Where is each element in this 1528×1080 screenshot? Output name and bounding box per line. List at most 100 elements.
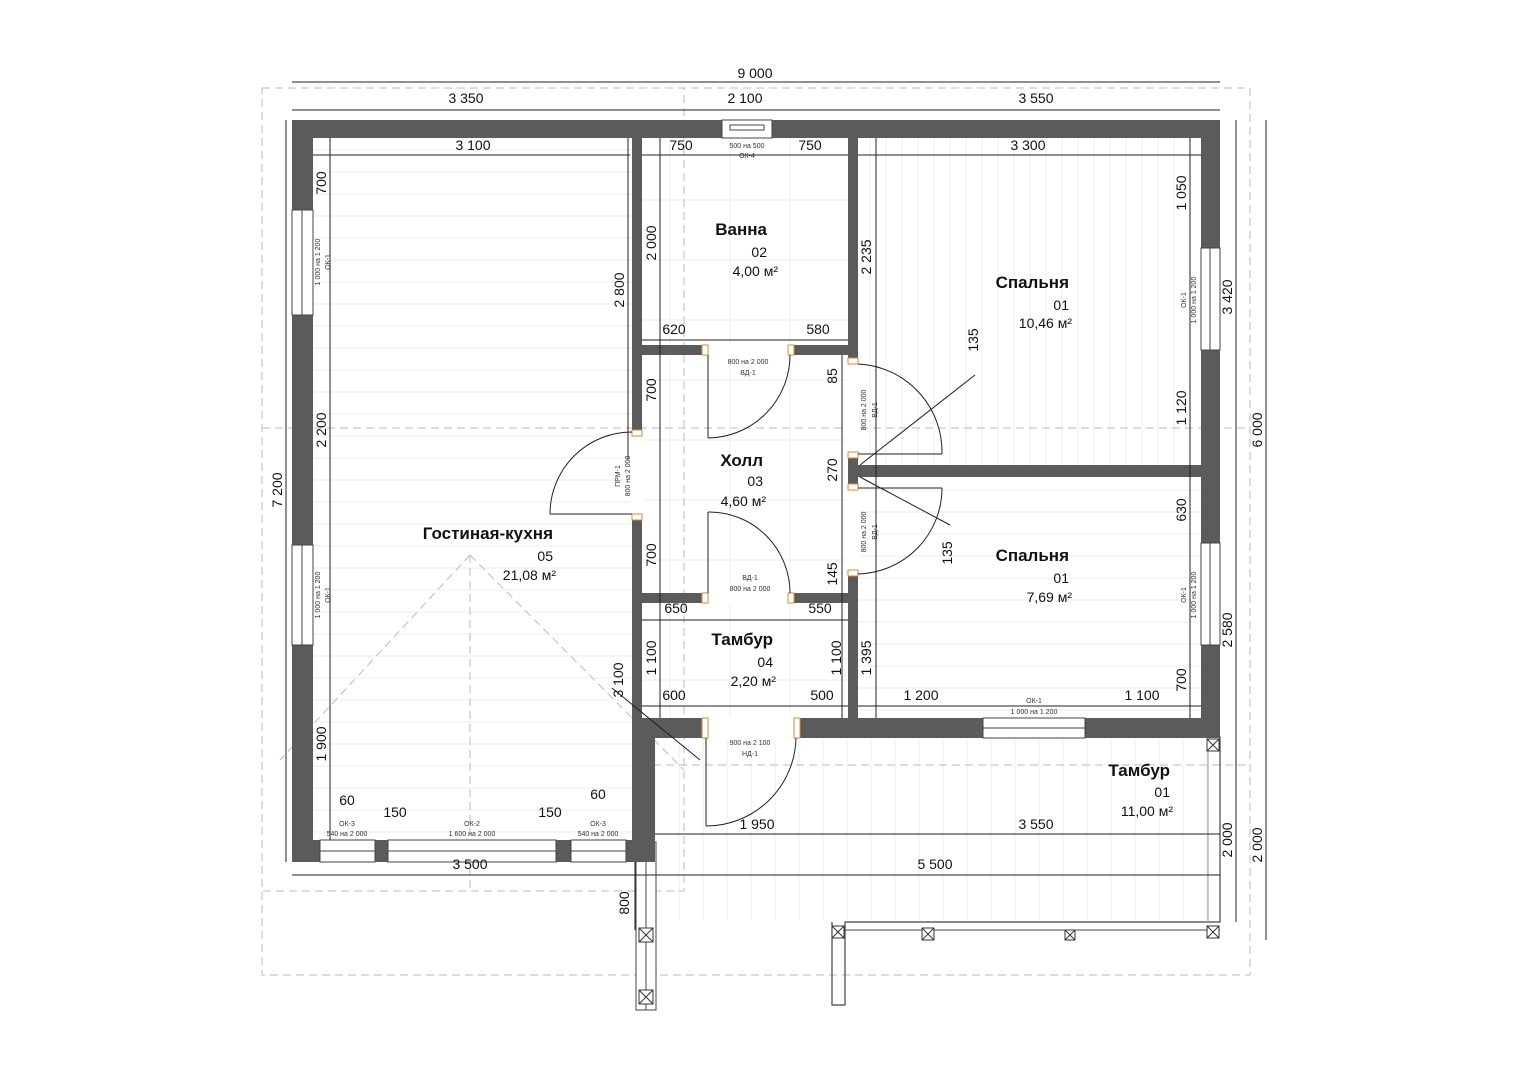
room-bathroom: Ванна 02 4,00 м²: [715, 220, 778, 279]
dimension-label: 630: [1173, 498, 1189, 522]
opening-code: ОК-1: [1181, 292, 1188, 308]
opening-size: 1 000 на 1 200: [315, 572, 322, 619]
room-name: Спальня: [996, 273, 1069, 292]
dimension-label: 2 235: [858, 239, 874, 274]
opening-code: ВД-1: [872, 402, 879, 418]
opening-size: 800 на 2 000: [861, 389, 868, 430]
dimension-label: 2 580: [1219, 612, 1235, 647]
room-number: 01: [1053, 570, 1069, 586]
dimension-label: 1 395: [858, 640, 874, 675]
opening-size: 1 000 на 1 200: [1191, 277, 1198, 324]
dimension-label: 60: [590, 786, 606, 802]
room-name: Тамбур: [711, 630, 773, 649]
dimension-label: 150: [538, 804, 562, 820]
dimension-label: 2 000: [1249, 827, 1265, 862]
room-number: 05: [537, 548, 553, 564]
dimension-label: 3 100: [455, 137, 490, 153]
terrace-outline: [635, 736, 1221, 1011]
room-vestibule: Тамбур 04 2,20 м²: [711, 630, 776, 689]
opening-size: 540 на 2 000: [578, 831, 619, 838]
dimension-label: 1 900: [313, 726, 329, 761]
dimension-label: 700: [643, 378, 659, 402]
room-number: 04: [757, 654, 773, 670]
opening-size: 1 000 на 1 200: [1011, 709, 1058, 716]
dimension-label: 135: [939, 541, 955, 565]
room-terrace-vestibule: Тамбур 01 11,00 м²: [1108, 761, 1173, 819]
opening-size: 540 на 2 000: [327, 831, 368, 838]
dimension-label: 750: [669, 137, 693, 153]
dimension-label: 800: [616, 891, 632, 915]
dimension-labels: 9 000 3 350 2 100 3 550 3 100 750 750 3 300 620 5…: [269, 65, 1265, 915]
dimension-label: 3 550: [1018, 816, 1053, 832]
opening-code: ОК-2: [464, 821, 480, 828]
room-area: 21,08 м²: [503, 567, 557, 583]
dimension-label: 2 100: [727, 90, 762, 106]
dimension-label: 1 950: [739, 816, 774, 832]
dimension-lines: [285, 81, 1267, 940]
dimension-label: 2 800: [611, 272, 627, 307]
dimension-label: 270: [824, 458, 840, 482]
dimension-label: 3 100: [610, 662, 626, 697]
dimension-label: 1 120: [1173, 390, 1189, 425]
opening-code: ОК-1: [325, 254, 332, 270]
room-area: 10,46 м²: [1019, 315, 1073, 331]
dimension-label: 1 200: [903, 687, 938, 703]
dimension-label: 500: [810, 687, 834, 703]
room-area: 11,00 м²: [1121, 803, 1174, 819]
room-name: Тамбур: [1108, 761, 1170, 780]
room-area: 7,69 м²: [1027, 589, 1073, 605]
room-bedroom-1: Спальня 01 10,46 м²: [996, 273, 1073, 331]
opening-size: 800 на 2 000: [728, 359, 769, 366]
room-hall: Холл 03 4,60 м²: [720, 451, 766, 509]
floor-texture: [313, 138, 1208, 920]
room-name: Гостиная-кухня: [423, 524, 553, 543]
room-area: 4,60 м²: [721, 493, 767, 509]
opening-code: ВД-1: [742, 575, 758, 582]
dimension-label: 5 500: [917, 856, 952, 872]
room-name: Ванна: [715, 220, 767, 239]
room-number: 03: [747, 473, 763, 489]
dimension-label: 580: [806, 321, 830, 337]
opening-size: 500 на 500: [729, 143, 764, 150]
dimension-label: 600: [662, 687, 686, 703]
opening-size: 800 на 2 000: [861, 511, 868, 552]
room-number: 01: [1053, 297, 1069, 313]
room-living-kitchen: Гостиная-кухня 05 21,08 м²: [423, 524, 557, 583]
dimension-label: 3 300: [1010, 137, 1045, 153]
dimension-label: 700: [643, 543, 659, 567]
dimension-label: 9 000: [737, 65, 772, 81]
dimension-label: 1 050: [1173, 175, 1189, 210]
dimension-label: 7 200: [269, 472, 285, 507]
room-number: 02: [751, 244, 767, 260]
room-name: Холл: [720, 451, 763, 470]
opening-code: ВД-1: [740, 370, 756, 377]
opening-size: 1 000 на 1 200: [315, 239, 322, 286]
dimension-label: 650: [664, 600, 688, 616]
dimension-label: 1 100: [1124, 687, 1159, 703]
opening-code: НД-1: [742, 751, 758, 758]
opening-code: ПРМ-1: [615, 465, 622, 487]
dimension-label: 750: [798, 137, 822, 153]
opening-code: ОК-1: [325, 587, 332, 603]
room-name: Спальня: [996, 546, 1069, 565]
dimension-label: 135: [965, 328, 981, 352]
dimension-label: 60: [339, 792, 355, 808]
room-area: 4,00 м²: [733, 263, 779, 279]
room-bedroom-2: Спальня 01 7,69 м²: [996, 546, 1073, 605]
opening-code: ВД-1: [872, 524, 879, 540]
room-number: 01: [1154, 784, 1170, 800]
opening-code: ОК-1: [1181, 587, 1188, 603]
dimension-label: 700: [1173, 668, 1189, 692]
dimension-label: 3 350: [448, 90, 483, 106]
dimension-label: 145: [824, 562, 840, 586]
dimension-label: 620: [662, 321, 686, 337]
opening-size: 900 на 2 100: [730, 740, 771, 747]
openings: [291, 119, 1221, 863]
dimension-label: 6 000: [1249, 412, 1265, 447]
opening-code: ОК-3: [339, 821, 355, 828]
dimension-label: 3 550: [1018, 90, 1053, 106]
dimension-label: 2 000: [643, 225, 659, 260]
dimension-label: 2 200: [313, 412, 329, 447]
room-area: 2,20 м²: [731, 673, 777, 689]
